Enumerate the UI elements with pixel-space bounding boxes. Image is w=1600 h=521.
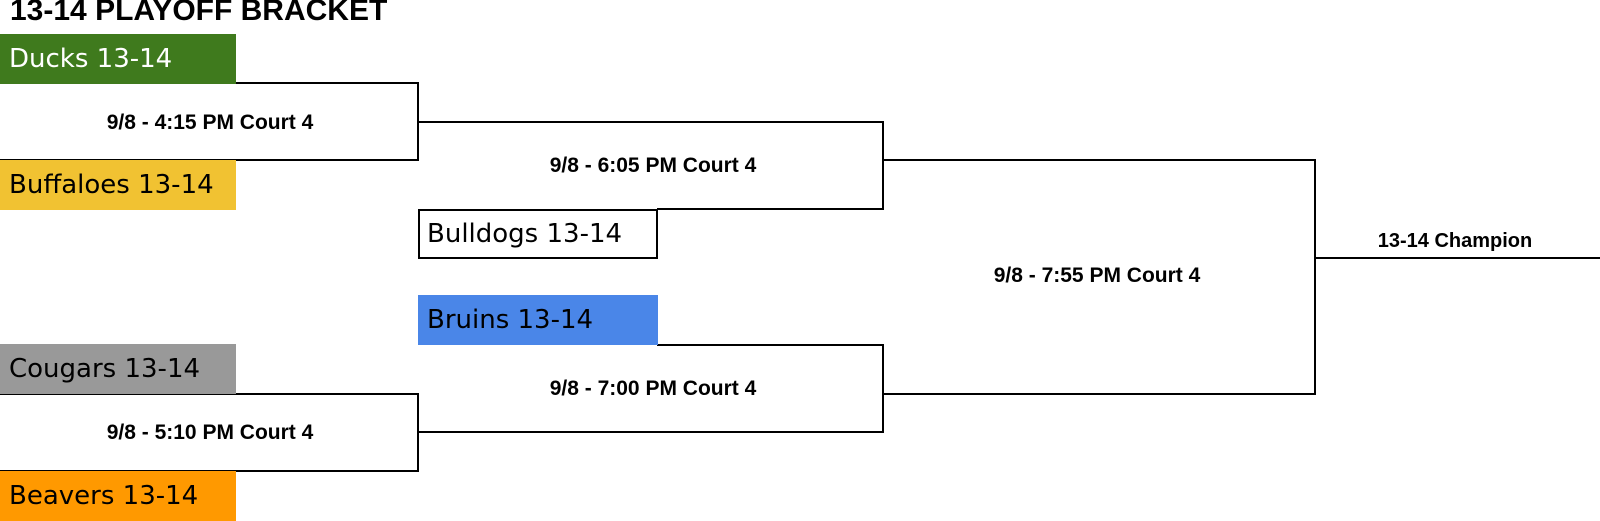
- champion-label: 13-14 Champion: [1377, 230, 1533, 252]
- team-ducks-label: Ducks 13-14: [9, 44, 173, 74]
- final-game-time: 9/8 - 7:55 PM Court 4: [993, 264, 1201, 287]
- team-bulldogs: Bulldogs 13-14: [418, 209, 658, 259]
- team-beavers: Beavers 13-14: [0, 471, 236, 521]
- game4-time: 9/8 - 7:00 PM Court 4: [549, 377, 757, 400]
- team-cougars-label: Cougars 13-14: [9, 354, 201, 384]
- game2-time: 9/8 - 5:10 PM Court 4: [106, 421, 314, 444]
- team-ducks: Ducks 13-14: [0, 34, 236, 84]
- bracket-title: 13-14 PLAYOFF BRACKET: [10, 0, 388, 27]
- team-buffaloes-label: Buffaloes 13-14: [9, 170, 214, 200]
- game1-time: 9/8 - 4:15 PM Court 4: [106, 111, 314, 134]
- game3-time: 9/8 - 6:05 PM Court 4: [549, 154, 757, 177]
- team-bulldogs-label: Bulldogs 13-14: [427, 219, 623, 249]
- team-buffaloes: Buffaloes 13-14: [0, 160, 236, 210]
- team-cougars: Cougars 13-14: [0, 344, 236, 394]
- team-bruins: Bruins 13-14: [418, 295, 658, 345]
- final-bracket-line: [883, 159, 1316, 395]
- game4-bracket-line: [418, 344, 884, 433]
- game3-bracket-line: [418, 121, 884, 210]
- team-beavers-label: Beavers 13-14: [9, 481, 199, 511]
- team-bruins-label: Bruins 13-14: [427, 305, 594, 335]
